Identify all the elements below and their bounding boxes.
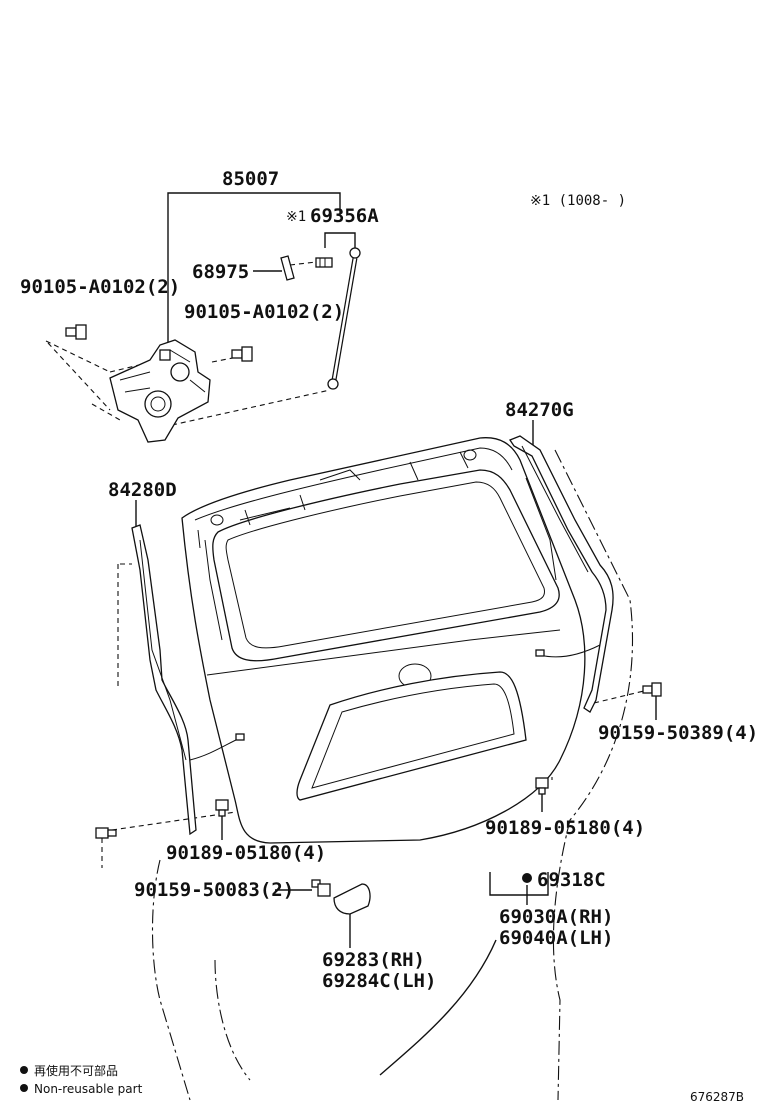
door-closer-85007 <box>109 339 211 443</box>
weatherstrip-84280d <box>131 524 197 836</box>
bolts <box>65 324 662 897</box>
bolt-90105-mid <box>231 346 253 362</box>
label-90189-right: 90189-05180(4) <box>485 817 645 839</box>
bolt-90189-left <box>215 799 229 817</box>
label-69030a: 69030A(RH) <box>499 906 613 928</box>
label-90159-50389: 90159-50389(4) <box>598 722 758 744</box>
label-90105-left: 90105-A0102(2) <box>20 276 180 298</box>
back-door-panel <box>181 437 601 844</box>
legend-en: Non-reusable part <box>34 1082 143 1096</box>
label-69318c: 69318C <box>537 869 606 891</box>
non-reusable-bullet <box>522 873 532 883</box>
note-1: ※1 (1008- ) <box>530 193 626 209</box>
stay-69356a <box>315 247 361 390</box>
legend: 再使用不可部品 Non-reusable part <box>20 1063 143 1096</box>
bolt-90189-far-left <box>95 827 117 839</box>
bolt-90105-left <box>65 324 87 340</box>
door-outline <box>151 449 634 1101</box>
bolt-90159-50389 <box>642 682 662 697</box>
label-85007: 85007 <box>222 168 279 190</box>
diagram-id: 676287B <box>690 1090 744 1104</box>
bolt-90189-right <box>535 777 549 795</box>
legend-bullet-jp <box>20 1066 28 1074</box>
legend-jp: 再使用不可部品 <box>34 1063 118 1078</box>
label-69284c: 69284C(LH) <box>322 970 436 992</box>
cover-69283 <box>333 883 371 915</box>
label-84280d: 84280D <box>108 479 177 501</box>
bracket-68975 <box>280 255 295 281</box>
label-69283: 69283(RH) <box>322 949 425 971</box>
part-labels: 85007 ※1 69356A ※1 (1008- ) 68975 90105-… <box>20 168 758 992</box>
label-90189-left: 90189-05180(4) <box>166 842 326 864</box>
label-90159-50083: 90159-50083(2) <box>134 879 294 901</box>
legend-bullet-en <box>20 1084 28 1092</box>
label-84270g: 84270G <box>505 399 574 421</box>
label-69040a: 69040A(LH) <box>499 927 613 949</box>
bolt-90159-50083 <box>311 879 331 897</box>
weatherstrip-84270g <box>509 435 614 713</box>
label-69356a: 69356A <box>310 205 379 227</box>
label-90105-mid: 90105-A0102(2) <box>184 301 344 323</box>
label-68975: 68975 <box>192 261 249 283</box>
label-69356a-mark: ※1 <box>286 209 306 225</box>
